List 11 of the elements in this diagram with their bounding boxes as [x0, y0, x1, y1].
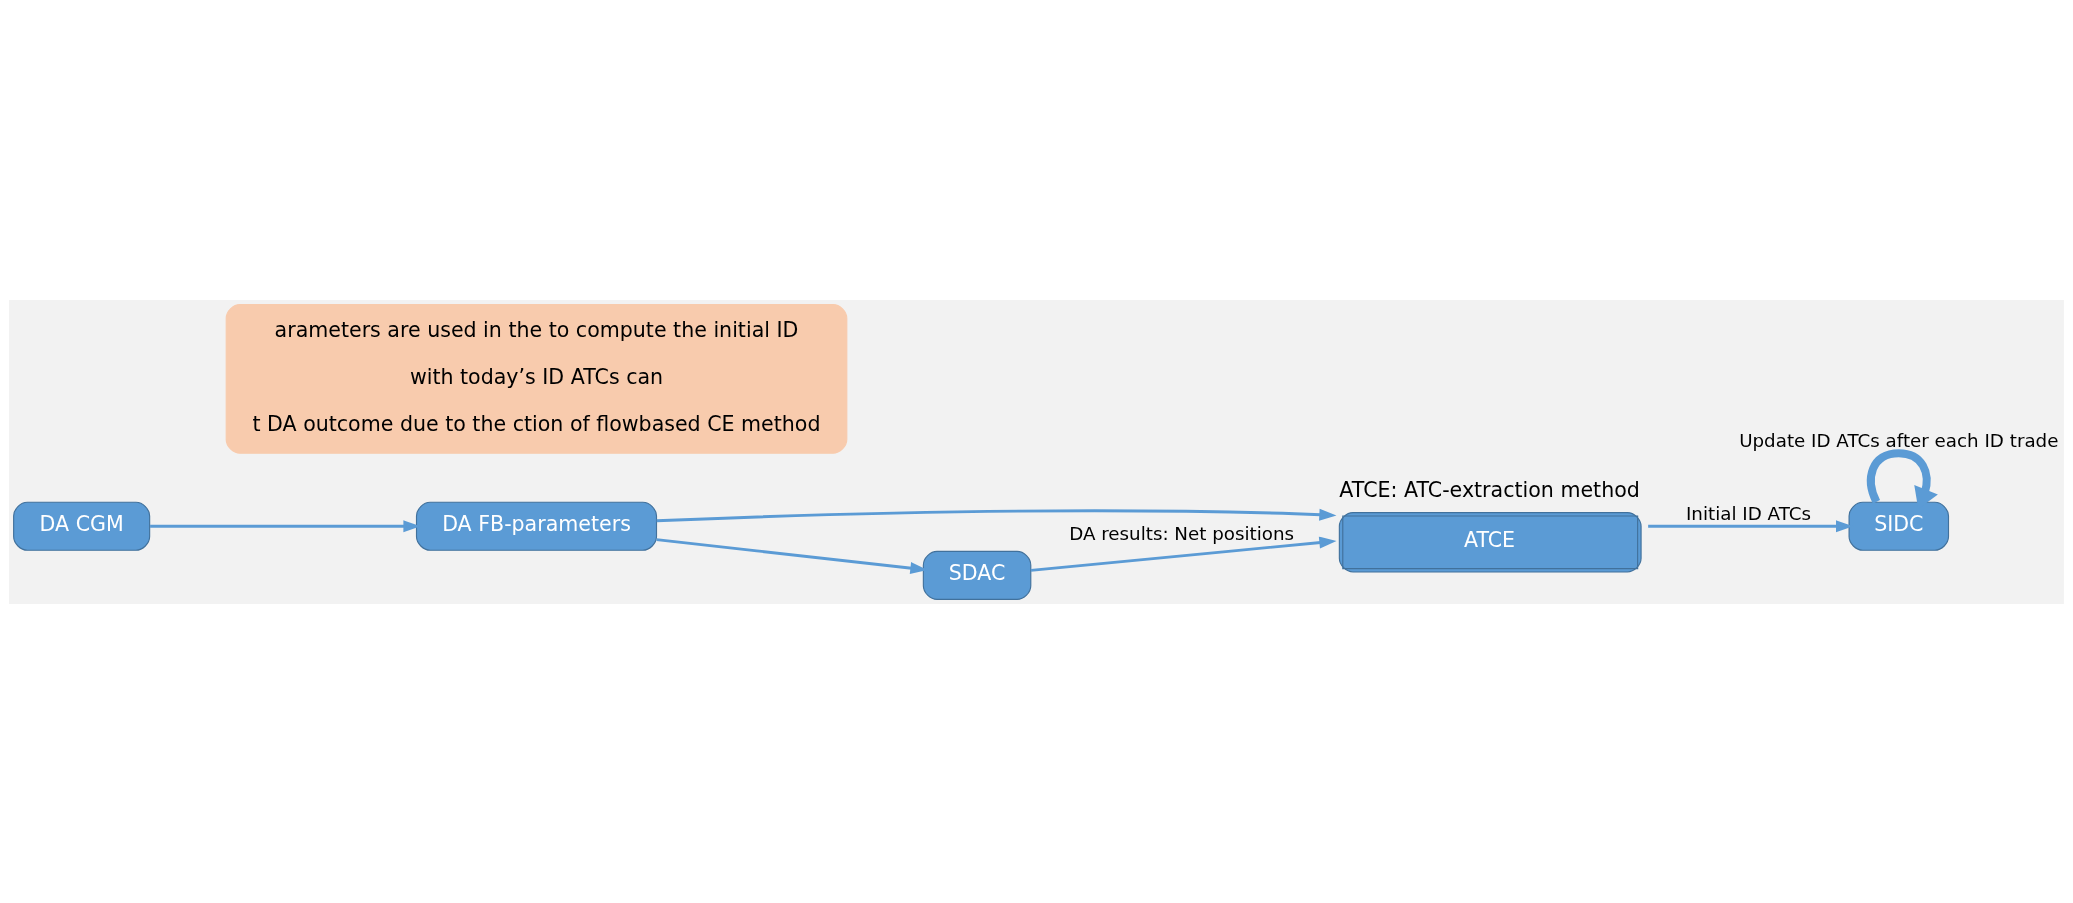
node-box: SIDC — [1848, 501, 1950, 551]
node-box: DA CGM — [13, 501, 151, 551]
node-box: DA FB-parameters — [415, 501, 658, 551]
node-box: arameters are used in the to compute the initial ID with today’s ID ATCs can t DA outcome due to the ction of flowbased CE method — [225, 303, 848, 454]
edge-label: Initial ID ATCs — [1685, 502, 1812, 524]
edge-label: DA results: Net positions — [1069, 522, 1295, 544]
arrow — [656, 508, 1337, 522]
node-label: ATCE: ATC-extraction method — [1339, 477, 1640, 502]
edge-label: Update ID ATCs after each ID trade — [1739, 429, 2059, 451]
node-box: SDAC — [922, 550, 1032, 600]
arrow — [1030, 536, 1337, 572]
